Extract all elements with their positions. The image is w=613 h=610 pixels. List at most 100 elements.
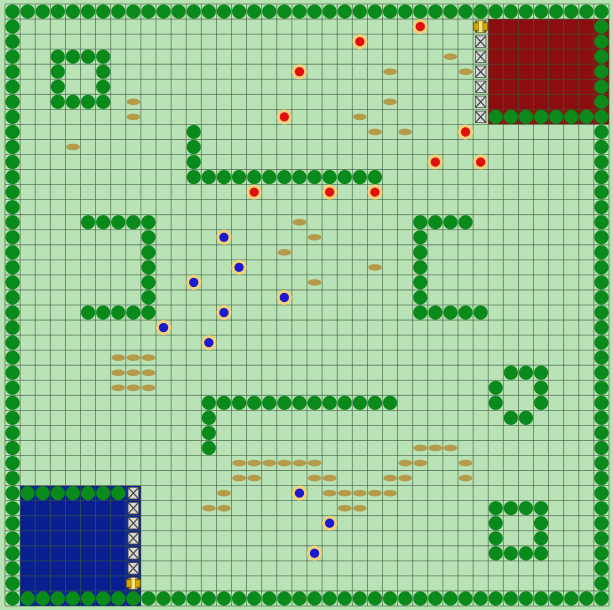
resource-deposit[interactable] [262, 460, 276, 467]
tree [504, 591, 518, 605]
resource-deposit[interactable] [142, 354, 156, 361]
resource-deposit[interactable] [247, 460, 261, 467]
tree [489, 591, 503, 605]
resource-deposit[interactable] [142, 369, 156, 376]
tree [549, 4, 563, 18]
resource-deposit[interactable] [383, 490, 397, 497]
tree [111, 305, 125, 319]
resource-deposit[interactable] [413, 460, 427, 467]
resource-deposit[interactable] [368, 129, 382, 136]
red-unit[interactable] [352, 34, 367, 49]
resource-deposit[interactable] [111, 369, 125, 376]
tree [594, 80, 608, 94]
tree [5, 426, 19, 440]
resource-deposit[interactable] [232, 475, 246, 482]
tree [534, 546, 548, 560]
resource-deposit[interactable] [353, 505, 367, 512]
resource-deposit[interactable] [247, 475, 261, 482]
resource-deposit[interactable] [368, 490, 382, 497]
resource-deposit[interactable] [232, 460, 246, 467]
resource-deposit[interactable] [308, 475, 322, 482]
resource-deposit[interactable] [383, 68, 397, 75]
resource-deposit[interactable] [127, 384, 141, 391]
resource-deposit[interactable] [398, 129, 412, 136]
tree [579, 4, 593, 18]
resource-deposit[interactable] [278, 460, 292, 467]
resource-deposit[interactable] [293, 460, 307, 467]
resource-deposit[interactable] [323, 475, 337, 482]
blue-unit[interactable] [232, 260, 247, 275]
red-unit[interactable] [428, 155, 443, 170]
resource-deposit[interactable] [66, 144, 80, 151]
blue-unit[interactable] [216, 230, 231, 245]
tree [383, 4, 397, 18]
resource-deposit[interactable] [142, 384, 156, 391]
resource-deposit[interactable] [278, 249, 292, 256]
resource-deposit[interactable] [217, 490, 231, 497]
resource-deposit[interactable] [383, 475, 397, 482]
blue-base-wall-segment [128, 533, 139, 544]
red-unit[interactable] [413, 19, 428, 34]
tree [96, 215, 110, 229]
red-unit[interactable] [458, 124, 473, 139]
resource-deposit[interactable] [368, 264, 382, 271]
tree [443, 591, 457, 605]
resource-deposit[interactable] [429, 445, 443, 452]
resource-deposit[interactable] [459, 460, 473, 467]
blue-unit[interactable] [156, 320, 171, 335]
tree [489, 501, 503, 515]
resource-deposit[interactable] [383, 99, 397, 106]
resource-deposit[interactable] [398, 460, 412, 467]
tree [217, 4, 231, 18]
red-unit[interactable] [247, 185, 262, 200]
tree [202, 591, 216, 605]
tree [489, 546, 503, 560]
resource-deposit[interactable] [127, 354, 141, 361]
red-unit[interactable] [367, 185, 382, 200]
blue-unit[interactable] [322, 516, 337, 531]
resource-deposit[interactable] [127, 99, 141, 106]
resource-deposit[interactable] [444, 445, 458, 452]
resource-deposit[interactable] [308, 279, 322, 286]
resource-deposit[interactable] [111, 354, 125, 361]
resource-deposit[interactable] [398, 475, 412, 482]
resource-deposit[interactable] [127, 114, 141, 121]
red-unit[interactable] [473, 155, 488, 170]
red-unit[interactable] [322, 185, 337, 200]
tree [202, 441, 216, 455]
resource-deposit[interactable] [217, 505, 231, 512]
red-base-wall-segment [475, 51, 486, 62]
resource-deposit[interactable] [338, 505, 352, 512]
resource-deposit[interactable] [338, 490, 352, 497]
unit-core [295, 488, 304, 497]
tree [5, 140, 19, 154]
resource-deposit[interactable] [444, 53, 458, 60]
resource-deposit[interactable] [308, 234, 322, 241]
blue-base-wall-segment [128, 548, 139, 559]
resource-deposit[interactable] [308, 460, 322, 467]
tree [443, 305, 457, 319]
blue-unit[interactable] [201, 335, 216, 350]
red-unit[interactable] [277, 109, 292, 124]
blue-unit[interactable] [216, 305, 231, 320]
blue-unit[interactable] [307, 546, 322, 561]
resource-deposit[interactable] [323, 490, 337, 497]
resource-deposit[interactable] [413, 445, 427, 452]
blue-unit[interactable] [292, 486, 307, 501]
resource-deposit[interactable] [293, 219, 307, 226]
tree [428, 305, 442, 319]
resource-deposit[interactable] [202, 505, 216, 512]
blue-unit[interactable] [186, 275, 201, 290]
resource-deposit[interactable] [459, 475, 473, 482]
resource-deposit[interactable] [353, 490, 367, 497]
tree [504, 501, 518, 515]
tree [36, 486, 50, 500]
resource-deposit[interactable] [111, 384, 125, 391]
resource-deposit[interactable] [459, 68, 473, 75]
red-unit[interactable] [292, 64, 307, 79]
resource-deposit[interactable] [127, 369, 141, 376]
blue-unit[interactable] [277, 290, 292, 305]
resource-deposit[interactable] [353, 114, 367, 121]
tree [307, 170, 321, 184]
